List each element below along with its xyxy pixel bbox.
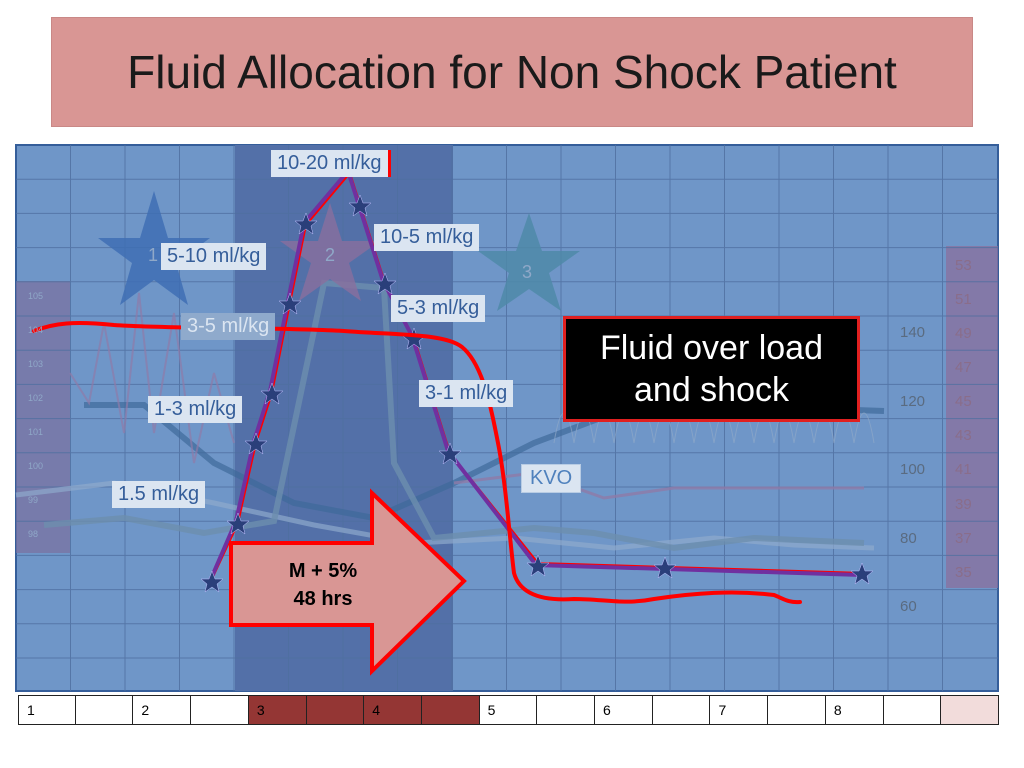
axis-mid-80: 80 xyxy=(900,530,917,547)
infusion-markers xyxy=(200,194,874,593)
axis-right-47: 47 xyxy=(955,359,972,376)
axis-temp-101: 101 xyxy=(28,427,44,437)
time-axis-cell: 3 xyxy=(248,695,307,725)
arrow-line-1: M + 5% xyxy=(288,560,358,582)
fluid-overload-warning: Fluid over load and shock xyxy=(563,316,860,422)
time-axis-cell: 8 xyxy=(825,695,884,725)
phase-star-2 xyxy=(280,203,380,301)
phase-star-1-label: 1 xyxy=(148,245,159,265)
phase-star-2-label: 2 xyxy=(325,245,336,265)
time-axis-cell: 6 xyxy=(595,695,653,725)
axis-right-39: 39 xyxy=(955,496,972,513)
dose-label-1-3: 1-3 ml/kg xyxy=(148,396,243,423)
axis-right-45: 45 xyxy=(955,393,972,410)
marker-star xyxy=(653,556,677,579)
dose-label-5-10: 5-10 ml/kg xyxy=(161,243,267,270)
marker-star xyxy=(244,432,268,455)
time-axis-cell: 5 xyxy=(479,695,538,725)
dose-label-3-5: 3-5 ml/kg xyxy=(181,313,276,340)
axis-right-43: 43 xyxy=(955,427,972,444)
marker-star xyxy=(294,212,318,235)
dose-label-10-20: 10-20 ml/kg xyxy=(271,150,391,177)
time-axis-cell xyxy=(941,695,999,725)
marker-star xyxy=(850,562,874,585)
time-axis-cell xyxy=(768,695,826,725)
time-axis-cell: 4 xyxy=(364,695,422,725)
axis-temp-103: 103 xyxy=(28,359,44,369)
time-axis-cell xyxy=(883,695,942,725)
marker-star xyxy=(348,194,372,217)
marker-star xyxy=(278,292,302,315)
marker-star xyxy=(260,382,284,405)
time-axis-cell: 1 xyxy=(18,695,76,725)
time-axis-cell xyxy=(421,695,480,725)
maintenance-arrow-label: M + 5% 48 hrs xyxy=(258,557,388,613)
title-bar: Fluid Allocation for Non Shock Patient xyxy=(51,17,973,127)
marker-star xyxy=(226,512,250,535)
axis-temp-99: 99 xyxy=(28,495,39,505)
time-axis-cell xyxy=(652,695,711,725)
time-axis-cell xyxy=(306,695,365,725)
maintenance-arrow xyxy=(229,488,467,676)
marker-star xyxy=(200,570,224,593)
axis-temp-105: 105 xyxy=(28,291,44,301)
dose-label-10-5: 10-5 ml/kg xyxy=(374,224,480,251)
marker-star xyxy=(373,272,397,295)
temperature-band xyxy=(16,281,70,553)
axis-right-53: 53 xyxy=(955,257,972,274)
dose-label-3-1: 3-1 ml/kg xyxy=(419,380,514,407)
marker-star xyxy=(526,554,550,577)
axis-mid-140: 140 xyxy=(900,324,926,341)
axis-right-37: 37 xyxy=(955,530,972,547)
axis-right-49: 49 xyxy=(955,325,972,342)
axis-temp-98: 98 xyxy=(28,529,39,539)
pressure-trace xyxy=(43,279,865,552)
axis-right-51: 51 xyxy=(955,291,972,308)
marker-star xyxy=(438,442,462,465)
arrow-line-2: 48 hrs xyxy=(293,588,353,610)
kvo-label: KVO xyxy=(521,464,582,493)
dose-label-5-3: 5-3 ml/kg xyxy=(391,295,486,322)
phase-star-3-label: 3 xyxy=(522,262,533,282)
infusion-rate-line xyxy=(208,166,863,582)
time-axis-cell: 2 xyxy=(133,695,192,725)
time-axis-cell xyxy=(75,695,134,725)
axis-temp-102: 102 xyxy=(28,393,44,403)
time-axis-cell: 7 xyxy=(710,695,769,725)
axis-mid-120: 120 xyxy=(900,393,926,410)
time-axis-cell xyxy=(191,695,249,725)
axis-mid-100: 100 xyxy=(900,461,926,478)
phase-star-3 xyxy=(478,213,580,311)
dose-label-1.5: 1.5 ml/kg xyxy=(112,481,206,508)
hematocrit-trace xyxy=(453,471,864,500)
right-scale-band xyxy=(946,246,998,588)
warning-line-2: and shock xyxy=(634,371,789,409)
slide-title: Fluid Allocation for Non Shock Patient xyxy=(127,46,897,98)
time-axis-cell xyxy=(537,695,596,725)
axis-mid-60: 60 xyxy=(900,598,917,615)
time-axis-row: 1 2 3 4 5 6 7 8 xyxy=(18,695,999,725)
axis-right-35: 35 xyxy=(955,564,972,581)
axis-temp-104: 104 xyxy=(28,325,44,335)
axis-right-41: 41 xyxy=(955,461,972,478)
phase-star-1 xyxy=(98,191,210,305)
axis-temp-100: 100 xyxy=(28,461,44,471)
warning-line-1: Fluid over load xyxy=(599,329,823,367)
